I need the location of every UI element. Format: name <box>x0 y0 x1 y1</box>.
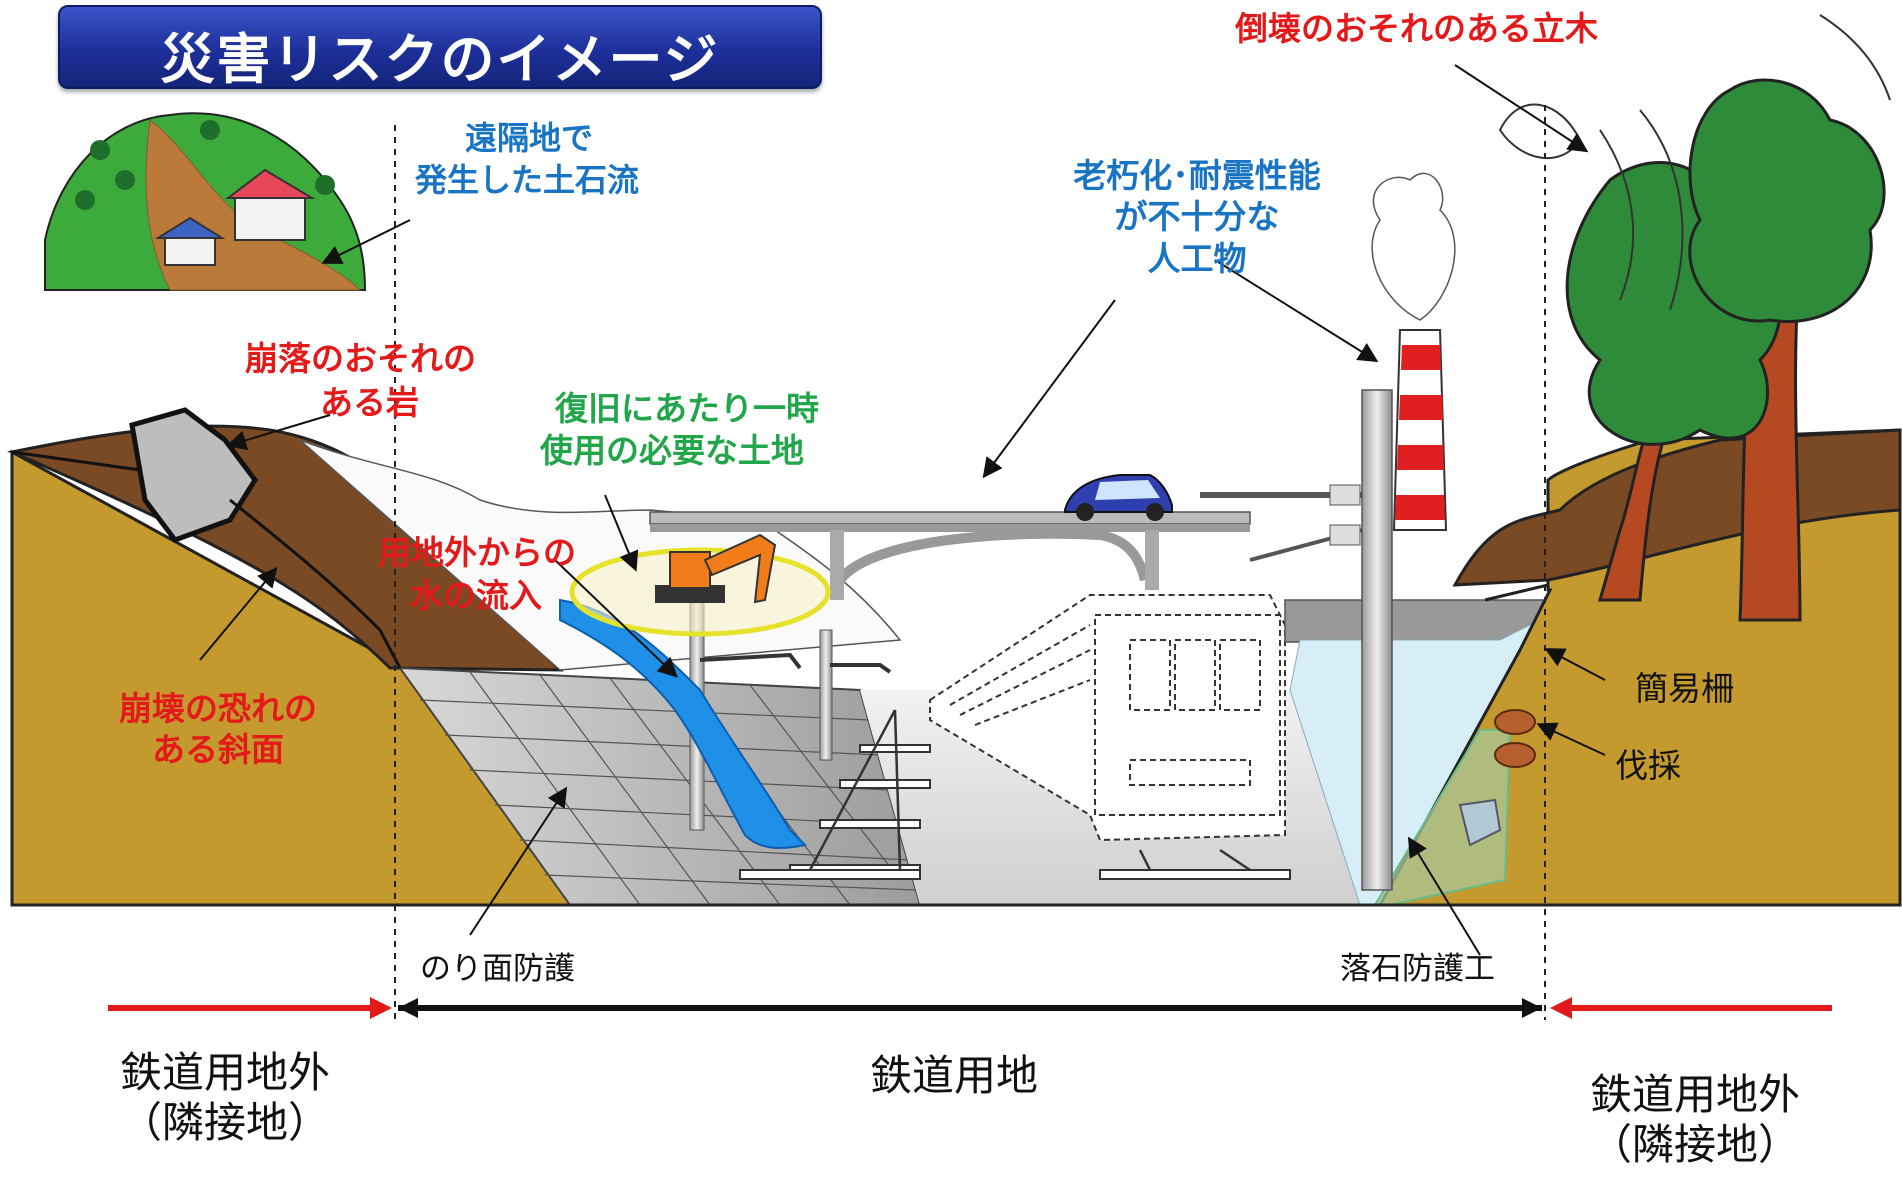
label-line: （隣接地） <box>119 1098 330 1148</box>
label-water-inflow: 用地外からの <box>378 532 576 573</box>
train-icon <box>929 594 1286 842</box>
label-remote-debris-flow: 遠隔地で <box>465 118 593 158</box>
label-felling: 伐採 <box>1615 746 1681 785</box>
label-line: 遠隔地で <box>465 119 594 157</box>
chimney-icon <box>1371 172 1456 531</box>
label-unstable-slope: 崩壊の恐れの ある斜面 <box>98 688 338 771</box>
label-line: 鉄道用地外 <box>1589 1070 1800 1119</box>
page-title: 災害リスクのイメージ <box>160 28 720 91</box>
rails <box>808 709 1251 872</box>
label-water-inflow-2: 水の流入 <box>410 575 542 616</box>
label-railway-land: 鉄道用地 <box>870 1051 1039 1100</box>
tree-icon <box>1565 78 1886 622</box>
label-line: 発生した土石流 <box>415 161 640 199</box>
car-icon <box>1064 474 1173 521</box>
label-rockfall-risk-2: ある岩 <box>320 382 419 423</box>
label-line: が不十分な <box>1114 197 1280 237</box>
label-line: 人工物 <box>1147 238 1247 278</box>
label-line: 崩壊の恐れの <box>119 689 317 728</box>
log-icon <box>1494 709 1536 768</box>
label-rockfall-risk: 崩落のおそれの <box>245 338 476 379</box>
label-line: 使用の必要な土地 <box>540 431 804 470</box>
label-remote-debris-flow-2: 発生した土石流 <box>415 160 639 200</box>
label-recovery-land: 復旧にあたり一時 <box>555 388 819 429</box>
outside-right-arrow <box>1550 997 1832 1019</box>
label-recovery-land-2: 使用の必要な土地 <box>540 430 804 471</box>
label-line: 老朽化･耐震性能 <box>1073 156 1321 195</box>
railway-land-arrow <box>398 998 1542 1018</box>
leader-lines <box>199 64 1606 956</box>
catenary-pole <box>1200 389 1393 891</box>
label-line: 復旧にあたり一時 <box>555 389 819 428</box>
label-outside-right: 鉄道用地外 （隣接地） <box>1570 1070 1820 1171</box>
slope-cracks <box>11 450 402 669</box>
label-line: ある斜面 <box>152 730 284 770</box>
label-simple-fence: 簡易柵 <box>1635 669 1734 708</box>
rockfall-protection-net <box>1373 729 1512 906</box>
left-ground <box>7 424 583 907</box>
excavator-icon <box>655 533 777 604</box>
label-line: ある岩 <box>320 383 419 422</box>
label-aging-structures: 老朽化･耐震性能 が不十分な 人工物 <box>1052 155 1342 279</box>
label-falling-tree: 倒壊のおそれのある立木 <box>1235 9 1598 48</box>
label-line: 水の流入 <box>410 576 542 615</box>
label-slope-protection: のり面防護 <box>420 951 575 987</box>
label-line: （隣接地） <box>1589 1120 1800 1170</box>
label-line: 鉄道用地外 <box>119 1048 330 1097</box>
label-line: 崩落のおそれの <box>245 339 476 378</box>
boundary-lines <box>394 105 1546 1020</box>
remote-landslide-illustration <box>44 112 367 291</box>
label-line: 用地外からの <box>378 533 576 572</box>
label-rockfall-protection: 落石防護工 <box>1340 951 1495 987</box>
title-banner: 災害リスクのイメージ <box>58 5 822 91</box>
overpass-bridge <box>649 511 1251 600</box>
rock-icon <box>129 407 259 543</box>
outside-left-arrow <box>108 997 392 1019</box>
label-outside-left: 鉄道用地外 （隣接地） <box>100 1048 350 1149</box>
